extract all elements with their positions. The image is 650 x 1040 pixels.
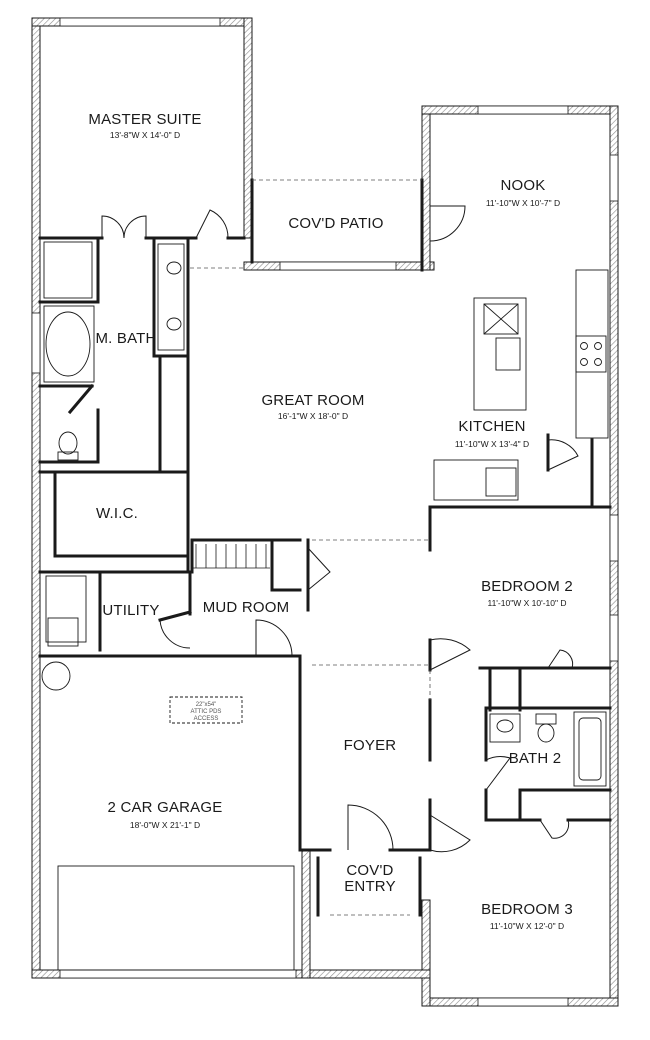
door-swings <box>101 205 579 853</box>
covd-entry-line1: COV'D <box>346 862 393 879</box>
sink-icon <box>166 317 182 331</box>
attic-access-line3: ACCESS <box>194 716 219 722</box>
nook-dims: 11'-10"W X 10'-7" D <box>486 198 560 208</box>
attic-access-line2: ATTIC PDS <box>191 709 222 715</box>
bathtub-icon <box>45 311 91 377</box>
covd-patio-label: COV'D PATIO <box>288 215 383 232</box>
toilet-icon <box>535 713 557 725</box>
attic-access-line1: 22"x54" <box>196 702 217 708</box>
great-room-dims: 16'-1"W X 18'-0" D <box>278 411 348 421</box>
covd-entry-line2: ENTRY <box>344 878 396 895</box>
nook-label: NOOK <box>501 177 546 194</box>
m-bath-label: M. BATH <box>95 330 156 347</box>
interior-walls <box>38 178 612 917</box>
stairs <box>192 544 270 569</box>
room-labels: MASTER SUITE 13'-8"W X 14'-0" D COV'D PA… <box>88 111 573 931</box>
toilet-icon <box>58 431 78 455</box>
utility-label: UTILITY <box>102 602 159 619</box>
master-suite-dims: 13'-8"W X 14'-0" D <box>110 130 180 140</box>
great-room-label: GREAT ROOM <box>261 392 364 409</box>
garage-label: 2 CAR GARAGE <box>108 799 223 816</box>
bedroom-3-label: BEDROOM 3 <box>481 901 573 918</box>
fixtures <box>41 241 609 971</box>
cooktop-icon <box>575 335 607 373</box>
kitchen-island <box>473 297 527 411</box>
sink-icon <box>489 713 521 743</box>
garage-door <box>57 865 295 971</box>
kitchen-sink-icon <box>495 337 521 371</box>
bathtub-icon <box>573 711 607 787</box>
bath-2-label: BATH 2 <box>509 750 562 767</box>
kitchen-dims: 11'-10"W X 13'-4" D <box>455 439 529 449</box>
bedroom-2-dims: 11'-10"W X 10'-10" D <box>487 598 566 608</box>
master-suite-label: MASTER SUITE <box>88 111 201 128</box>
shower-icon <box>43 241 93 299</box>
kitchen-label: KITCHEN <box>458 418 525 435</box>
bedroom-2-label: BEDROOM 2 <box>481 578 573 595</box>
openings <box>190 179 431 916</box>
windows <box>31 17 619 1007</box>
sink-icon <box>166 261 182 275</box>
wic-label: W.I.C. <box>96 505 138 522</box>
utility-sink-icon <box>47 617 79 647</box>
water-heater-icon <box>41 661 71 691</box>
foyer-label: FOYER <box>344 737 397 754</box>
garage-dims: 18'-0"W X 21'-1" D <box>130 820 200 830</box>
mud-room-label: MUD ROOM <box>203 599 290 616</box>
bedroom-3-dims: 11'-10"W X 12'-0" D <box>490 921 564 931</box>
